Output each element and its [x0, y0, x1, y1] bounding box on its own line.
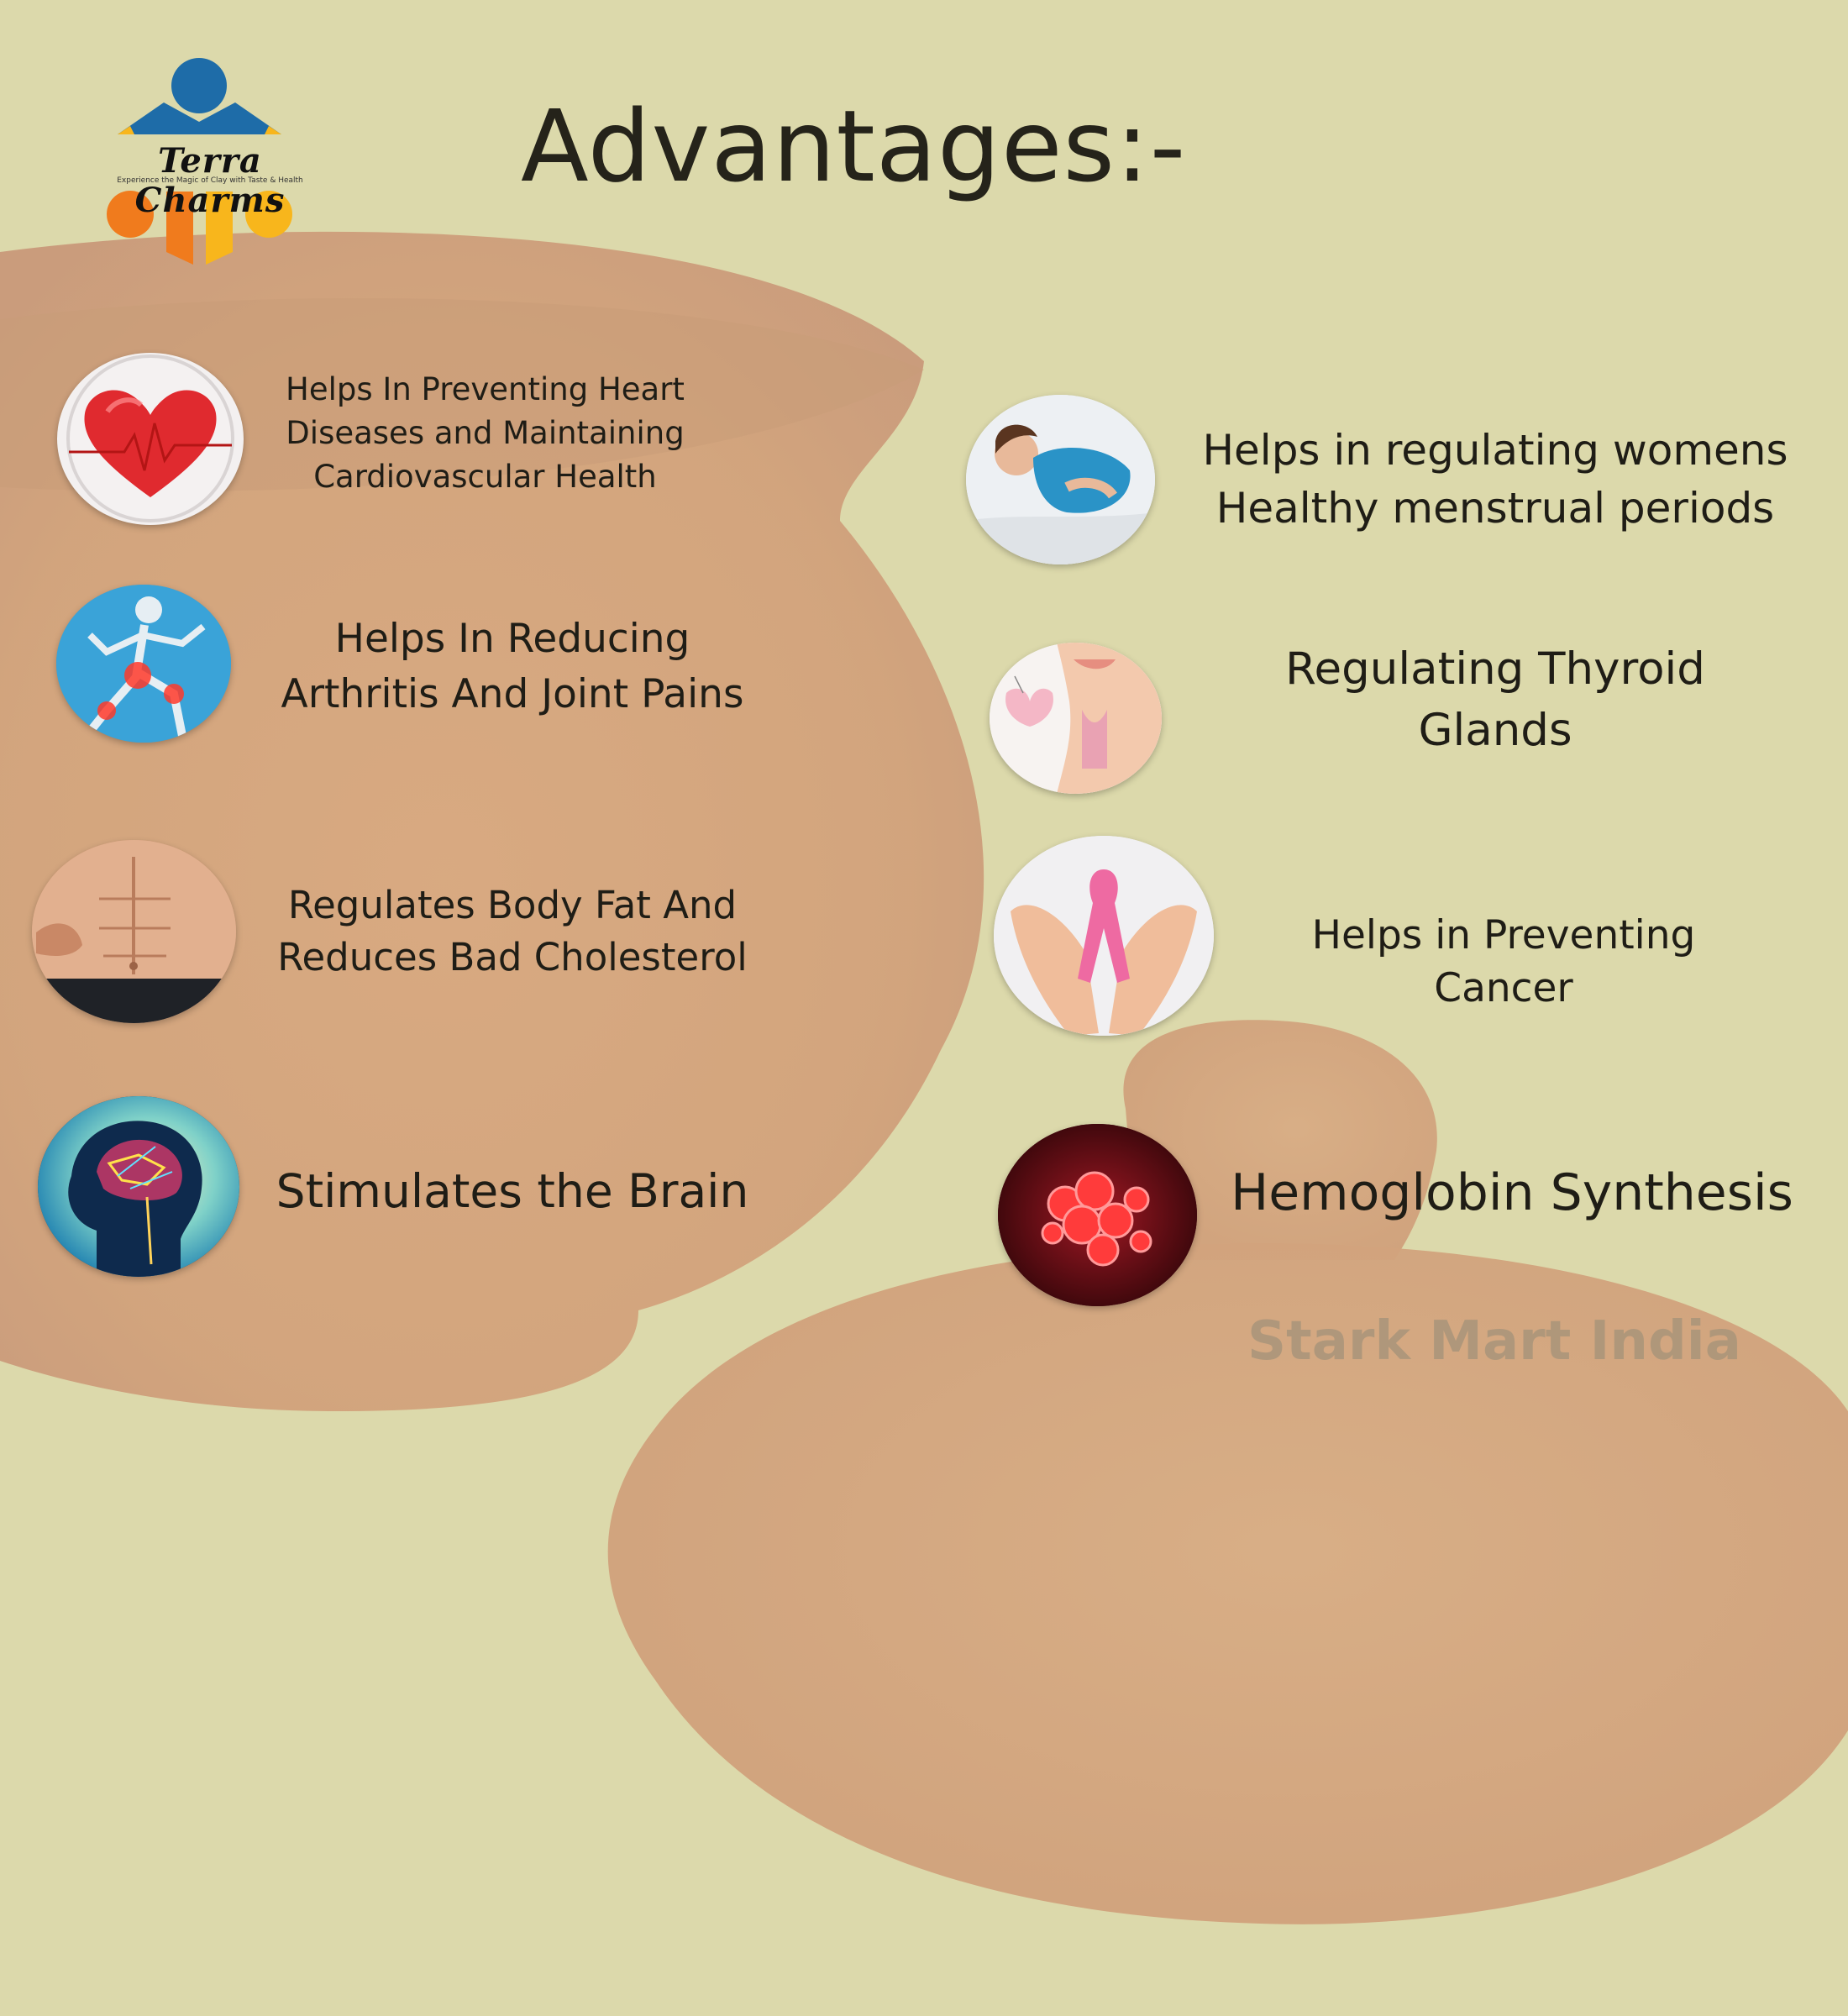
thyroid-icon: [990, 643, 1162, 794]
woman-resting-icon: [966, 395, 1155, 564]
advantage-label-arthritis: Helps In Reducing Arthritis And Joint Pa…: [281, 616, 744, 717]
advantage-label-menstrual: Helps in regulating womens Healthy menst…: [1202, 426, 1788, 533]
advantage-label-brain: Stimulates the Brain: [276, 1164, 749, 1218]
blood-cells-icon: [998, 1124, 1197, 1306]
abdomen-icon: [32, 840, 236, 1023]
watermark: Stark Mart India: [1247, 1310, 1741, 1373]
brand-name: Terra Charms: [134, 141, 286, 220]
page-title: Advantages:-: [521, 88, 1187, 204]
brain-icon: [38, 1096, 239, 1277]
brand-tagline: Experience the Magic of Clay with Taste …: [117, 176, 303, 185]
advantage-label-hemoglobin: Hemoglobin Synthesis: [1231, 1163, 1793, 1222]
heart-icon: [57, 353, 244, 525]
advantage-label-heart: Helps In Preventing Heart Diseases and M…: [286, 371, 685, 495]
logo-mark: [107, 58, 292, 265]
skeleton-joint-icon: [56, 585, 231, 743]
advantage-label-thyroid: Regulating Thyroid Glands: [1285, 643, 1705, 756]
advantage-label-cancer: Helps in Preventing Cancer: [1311, 912, 1696, 1011]
terra-charms-logo: Terra Charms Experience the Magic of Cla…: [84, 50, 336, 277]
advantage-label-body-fat: Regulates Body Fat And Reduces Bad Chole…: [277, 883, 748, 979]
pink-ribbon-hands-icon: [994, 836, 1214, 1036]
